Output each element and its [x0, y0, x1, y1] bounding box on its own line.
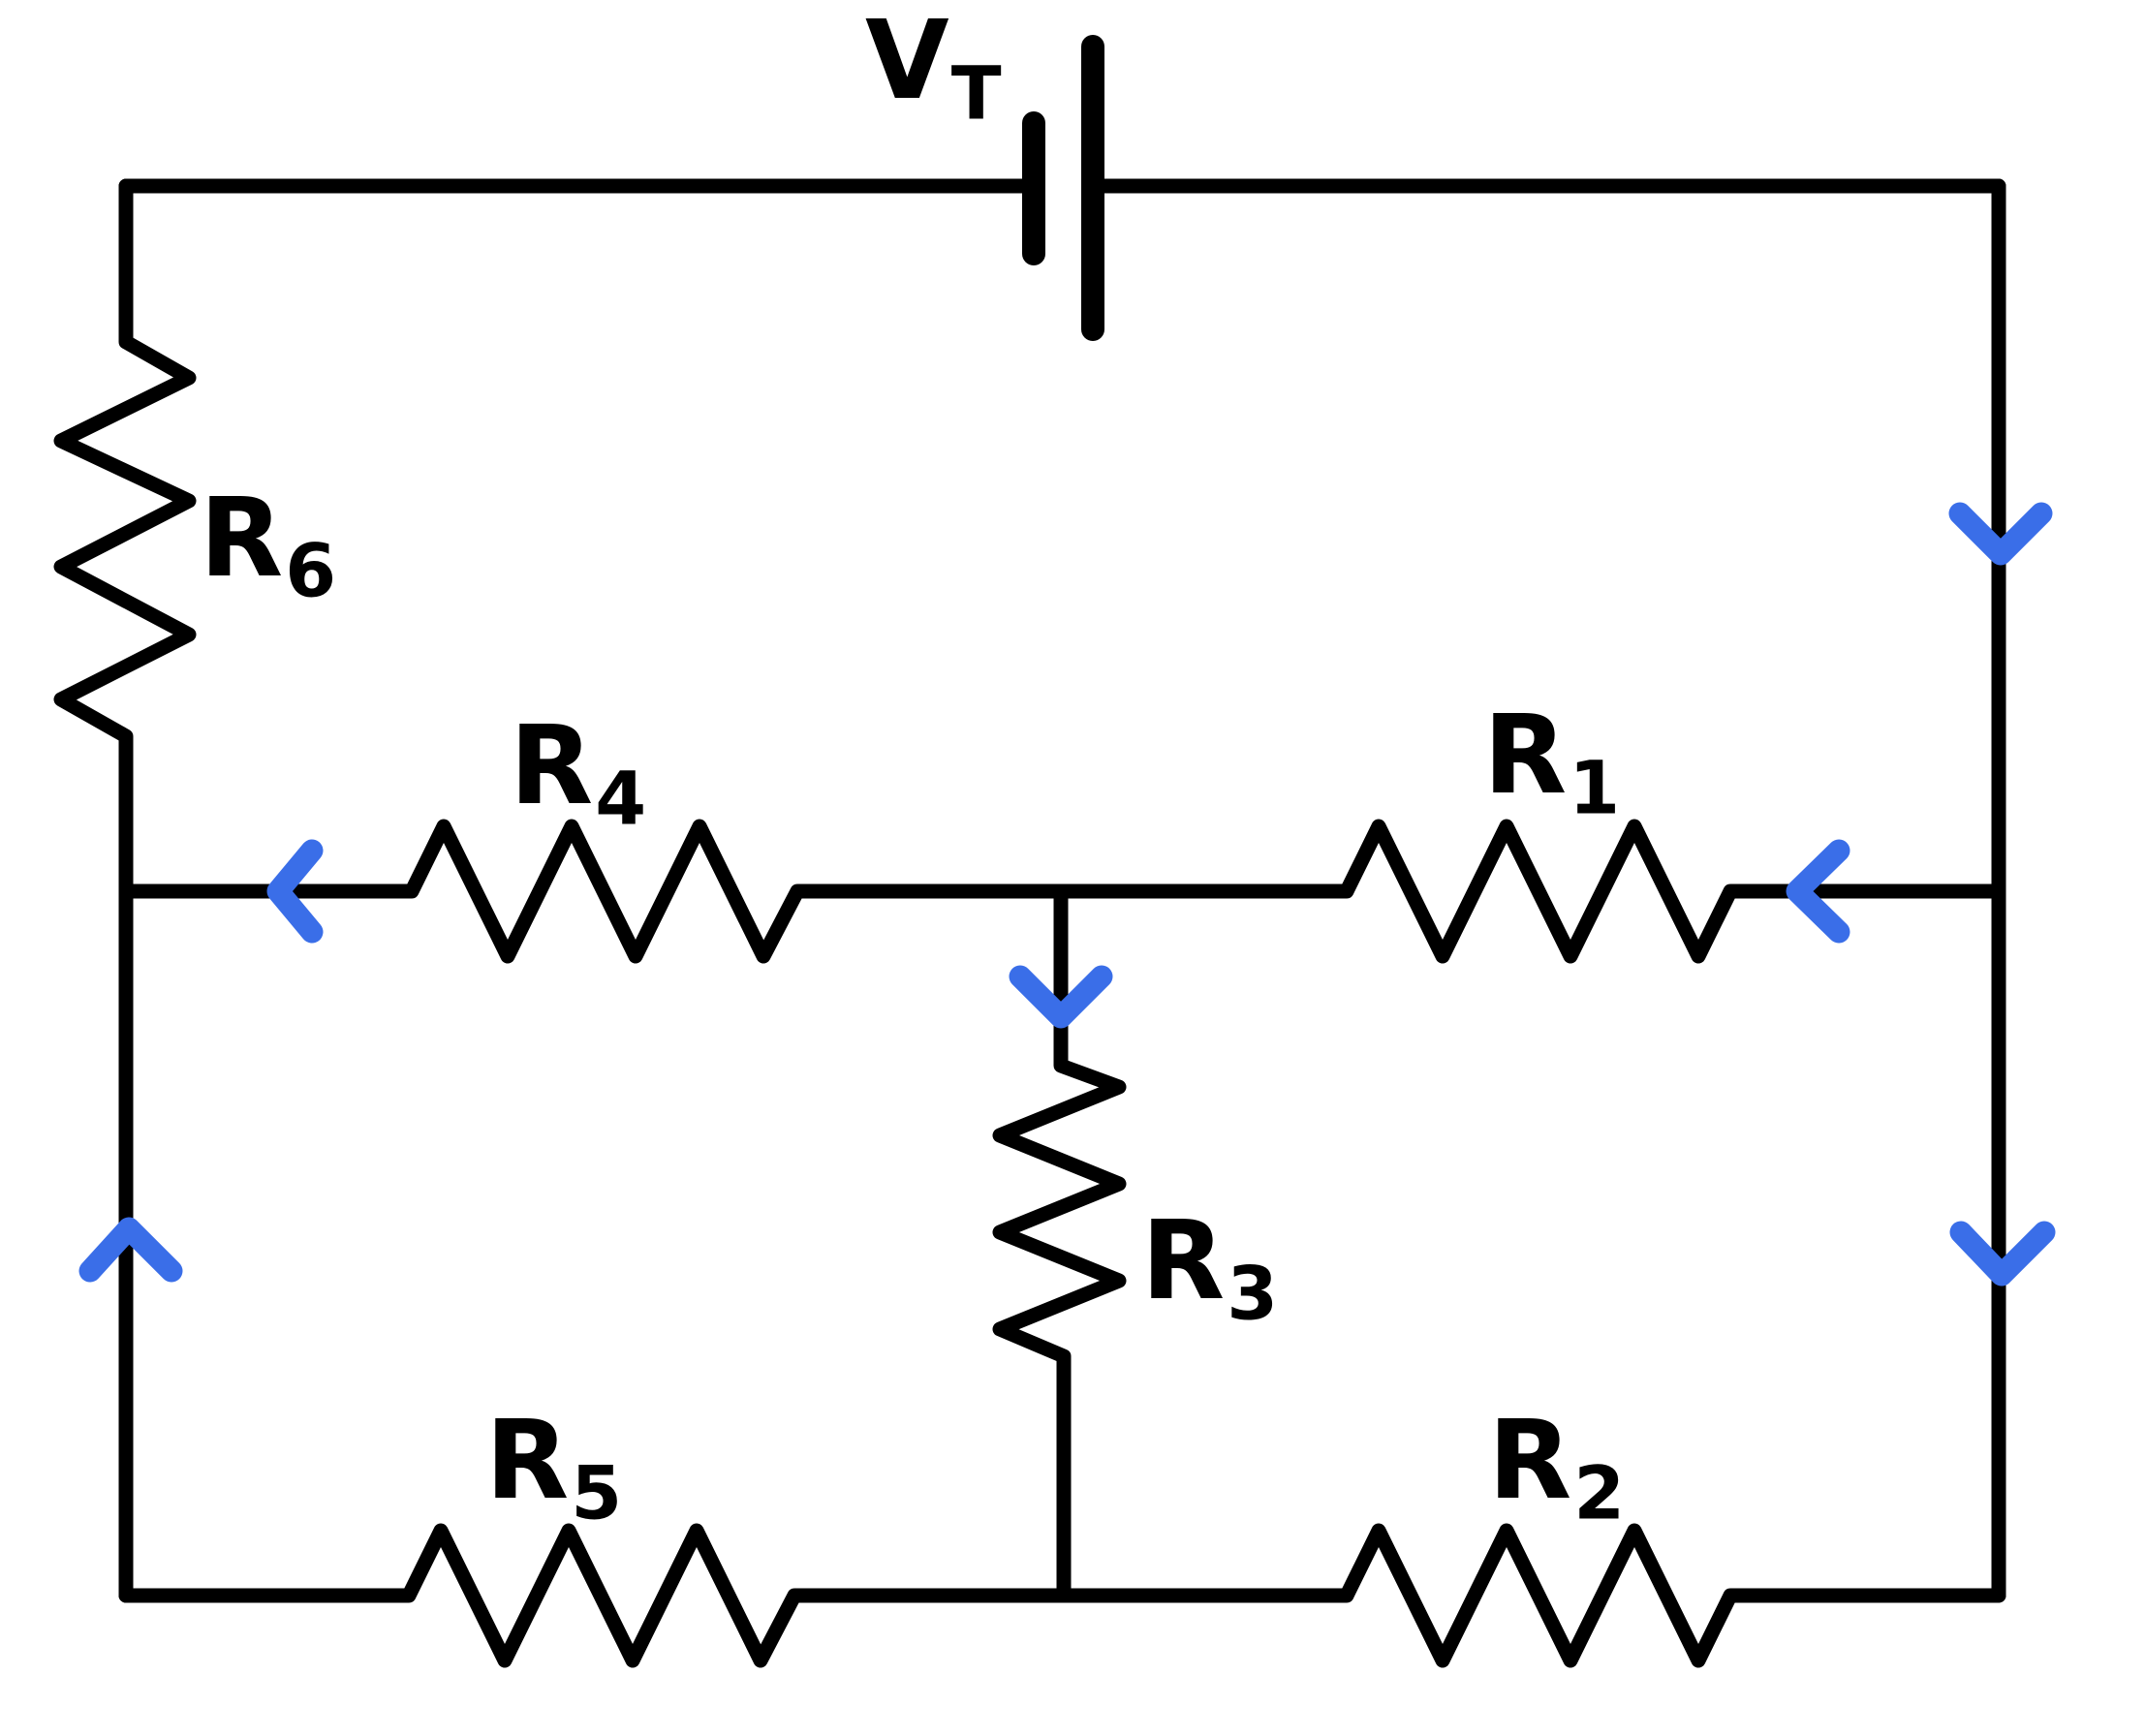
resistor-r1-letter: R: [1483, 693, 1568, 819]
current-arrow-left-middle-wire-icon: [266, 839, 324, 944]
resistor-r5-label: R5: [485, 1398, 622, 1530]
current-arrow-down-into-r3-icon: [1009, 965, 1113, 1029]
resistor-r1-subscript: 1: [1569, 744, 1621, 831]
resistor-r6-subscript: 6: [285, 527, 337, 614]
resistor-r5-subscript: 5: [571, 1449, 623, 1536]
resistor-r6-label: R6: [200, 476, 336, 607]
r3-branch-with-resistor: [992, 884, 1127, 1603]
current-arrow-group: [78, 502, 2056, 1286]
resistor-r2-subscript: 2: [1573, 1449, 1626, 1536]
middle-wire-with-r4-r1-resistors: [118, 819, 2006, 964]
battery-voltage-subscript: T: [950, 49, 1002, 137]
resistor-r2-label: R2: [1488, 1398, 1625, 1530]
resistor-r3-letter: R: [1141, 1198, 1226, 1324]
resistor-r4-letter: R: [510, 703, 594, 829]
resistor-r3-subscript: 3: [1227, 1250, 1279, 1337]
current-arrow-down-right-upper-icon: [1948, 502, 2053, 566]
battery-voltage-letter: V: [865, 0, 949, 124]
resistor-r6-letter: R: [200, 476, 284, 602]
resistor-r4-label: R4: [510, 703, 646, 835]
bottom-wire-with-r5-r2-resistors: [118, 1523, 2006, 1668]
resistor-r1-label: R1: [1483, 693, 1620, 824]
current-arrow-down-right-lower-icon: [1949, 1221, 2056, 1286]
current-arrow-left-after-r1-icon: [1786, 839, 1850, 944]
resistor-r5-letter: R: [485, 1398, 570, 1524]
current-arrow-up-left-lower-icon: [78, 1217, 183, 1283]
battery-voltage-label: VT: [865, 0, 1002, 130]
resistor-r3-label: R3: [1141, 1198, 1278, 1330]
left-branch-with-r6-resistor: [53, 178, 197, 1603]
resistor-r2-letter: R: [1488, 1398, 1572, 1524]
resistor-r4-subscript: 4: [595, 755, 647, 842]
wire-group: [53, 35, 2006, 1668]
